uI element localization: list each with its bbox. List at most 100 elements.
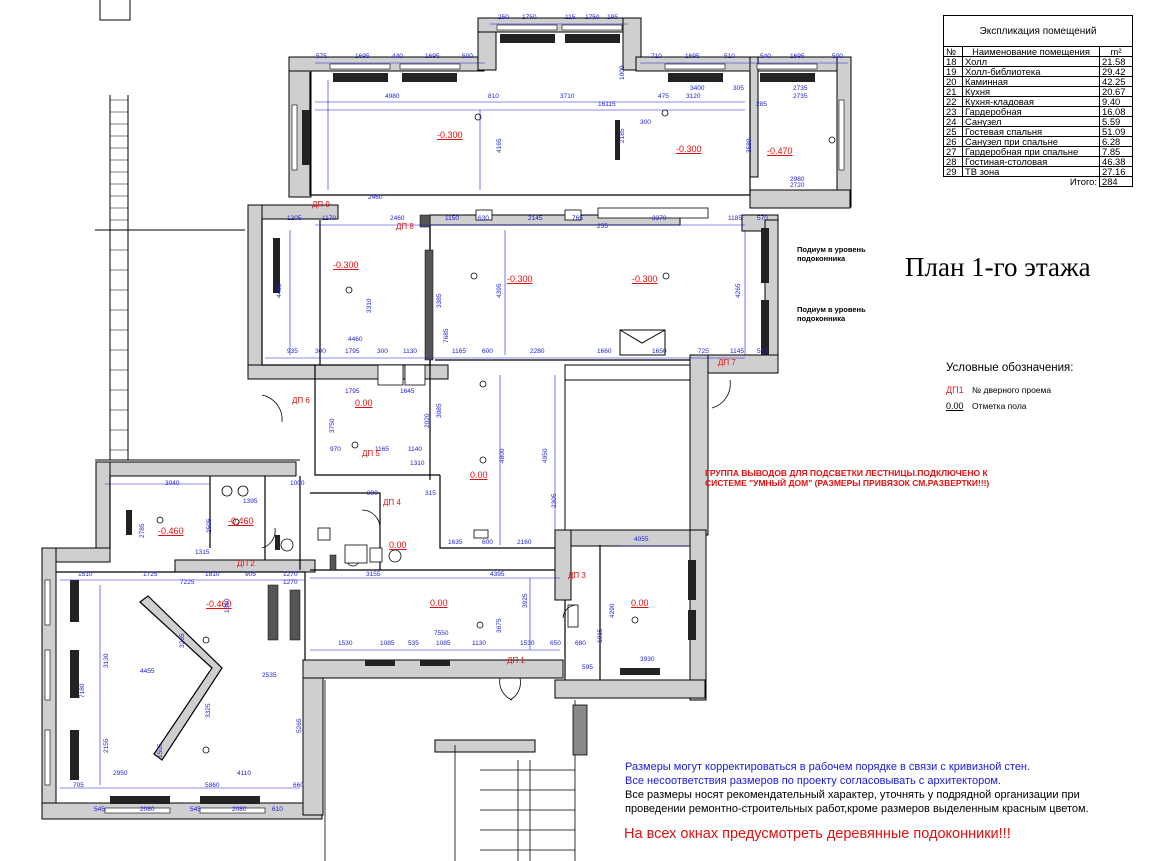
col-area: m² [1099,46,1133,57]
dim-d80: 1395 [243,498,258,505]
dim-d103: 4290 [609,603,616,618]
dim-d8: 440 [392,53,403,60]
dim-d120: 680 [575,640,586,647]
dim-d67: 1795 [345,388,360,395]
level-lvl-library: -0.300 [437,130,463,140]
dim-d42: 765 [572,215,583,222]
explication-no: 29 [943,166,963,177]
dim-d56: 1795 [345,348,360,355]
window-sills [44,24,845,814]
dim-d79: 3040 [165,480,180,487]
dim-d130: 545 [190,806,201,813]
explication-no: 19 [943,66,963,77]
diagonal-partition [139,595,223,761]
level-lvl-living-right: -0.300 [632,274,658,284]
col-name: Наименование помещения [962,46,1100,57]
dim-d27: 285 [756,101,767,108]
dim-d33: 2980 [790,176,805,183]
explication-table: Экспликация помещений № Наименование пом… [943,15,1133,187]
dim-d53: 4460 [348,336,363,343]
explication-area: 42.25 [1099,76,1133,87]
dim-d49: 3385 [436,293,443,308]
dim-d127: 660 [293,782,304,789]
level-lvl-hall-bottom: 0.00 [430,598,448,608]
dim-d9: 1695 [425,53,440,60]
explication-heading: Экспликация помещений [943,15,1133,47]
dim-d125: 705 [73,782,84,789]
dim-d12: 1695 [685,53,700,60]
level-lvl-hall-left: -0.300 [333,260,359,270]
explication-no: 27 [943,146,963,157]
explication-name: Гостевая спальня [962,126,1100,137]
dim-d70: 2020 [424,413,431,428]
dim-d99: 4395 [490,571,505,578]
dim-d68: 1645 [400,388,415,395]
dim-d40: 630 [478,215,489,222]
exterior-stair-left [95,0,300,461]
explication-name: Каминная [962,76,1100,87]
dim-d124: 4110 [237,770,251,777]
explication-area: 29.42 [1099,66,1133,77]
door-dp6: ДП 6 [292,396,310,405]
dim-d129: 2080 [140,806,155,813]
dim-d47: 4485 [276,283,283,298]
dim-d55: 300 [315,348,326,355]
dim-d88: 600 [482,539,493,546]
level-lvl-corner: -0.470 [767,146,793,156]
door-dp3: ДП 3 [568,571,586,580]
level-lvl-kitchen: 0.00 [631,598,649,608]
lamp-markers [156,109,836,754]
col-no: № [943,46,963,57]
dim-d10: 500 [462,53,473,60]
legend-level-text: Отметка пола [972,401,1027,411]
dim-d77: 4950 [542,448,549,463]
explication-no: 25 [943,126,963,137]
dim-d36: 1205 [287,215,302,222]
total-value: 284 [1099,176,1133,187]
dim-d105: 3130 [103,653,110,668]
dim-d15: 1695 [790,53,805,60]
legend-door-text: № дверного проема [972,385,1052,395]
explication-area: 5.59 [1099,116,1133,127]
door-dp8: ДП 8 [396,222,414,231]
dim-d83: 2505 [206,518,213,533]
door-dp4: ДП 4 [383,498,401,507]
dim-d95: 1270 [283,571,298,578]
dim-d18: 810 [488,93,499,100]
explication-no: 26 [943,136,963,147]
dim-d90: 4055 [634,536,649,543]
dim-d21: 305 [733,85,744,92]
dim-d22: 2735 [793,85,808,92]
dim-d5: 195 [607,14,618,21]
explication-area: 20.67 [1099,86,1133,97]
dim-d121: 3930 [640,656,655,663]
dim-d50: 4395 [496,283,503,298]
wall-segments-dark [267,214,434,641]
legend-level-key: 0.00 [946,401,964,411]
dim-d59: 1165 [452,348,466,355]
dim-d7: 1695 [355,53,370,60]
dim-d91: 1510 [78,571,93,578]
dim-d39: 1150 [445,215,459,222]
dim-d41: 2145 [528,215,543,222]
dim-d92: 1725 [143,571,158,578]
dim-d57: 300 [377,348,388,355]
dim-d132: 610 [272,806,283,813]
explication-area: 16.08 [1099,106,1133,117]
dim-d4: 1750 [585,14,600,21]
dim-d25: 3120 [686,93,701,100]
dim-d111: 5265 [296,718,303,733]
dim-d31: 3580 [746,138,753,153]
dim-d60: 600 [482,348,493,355]
dim-d74: 1140 [408,446,422,453]
dim-d17: 4980 [385,93,400,100]
dim-d43: 3370 [652,215,667,222]
door-dp1: ДП 1 [507,656,525,665]
